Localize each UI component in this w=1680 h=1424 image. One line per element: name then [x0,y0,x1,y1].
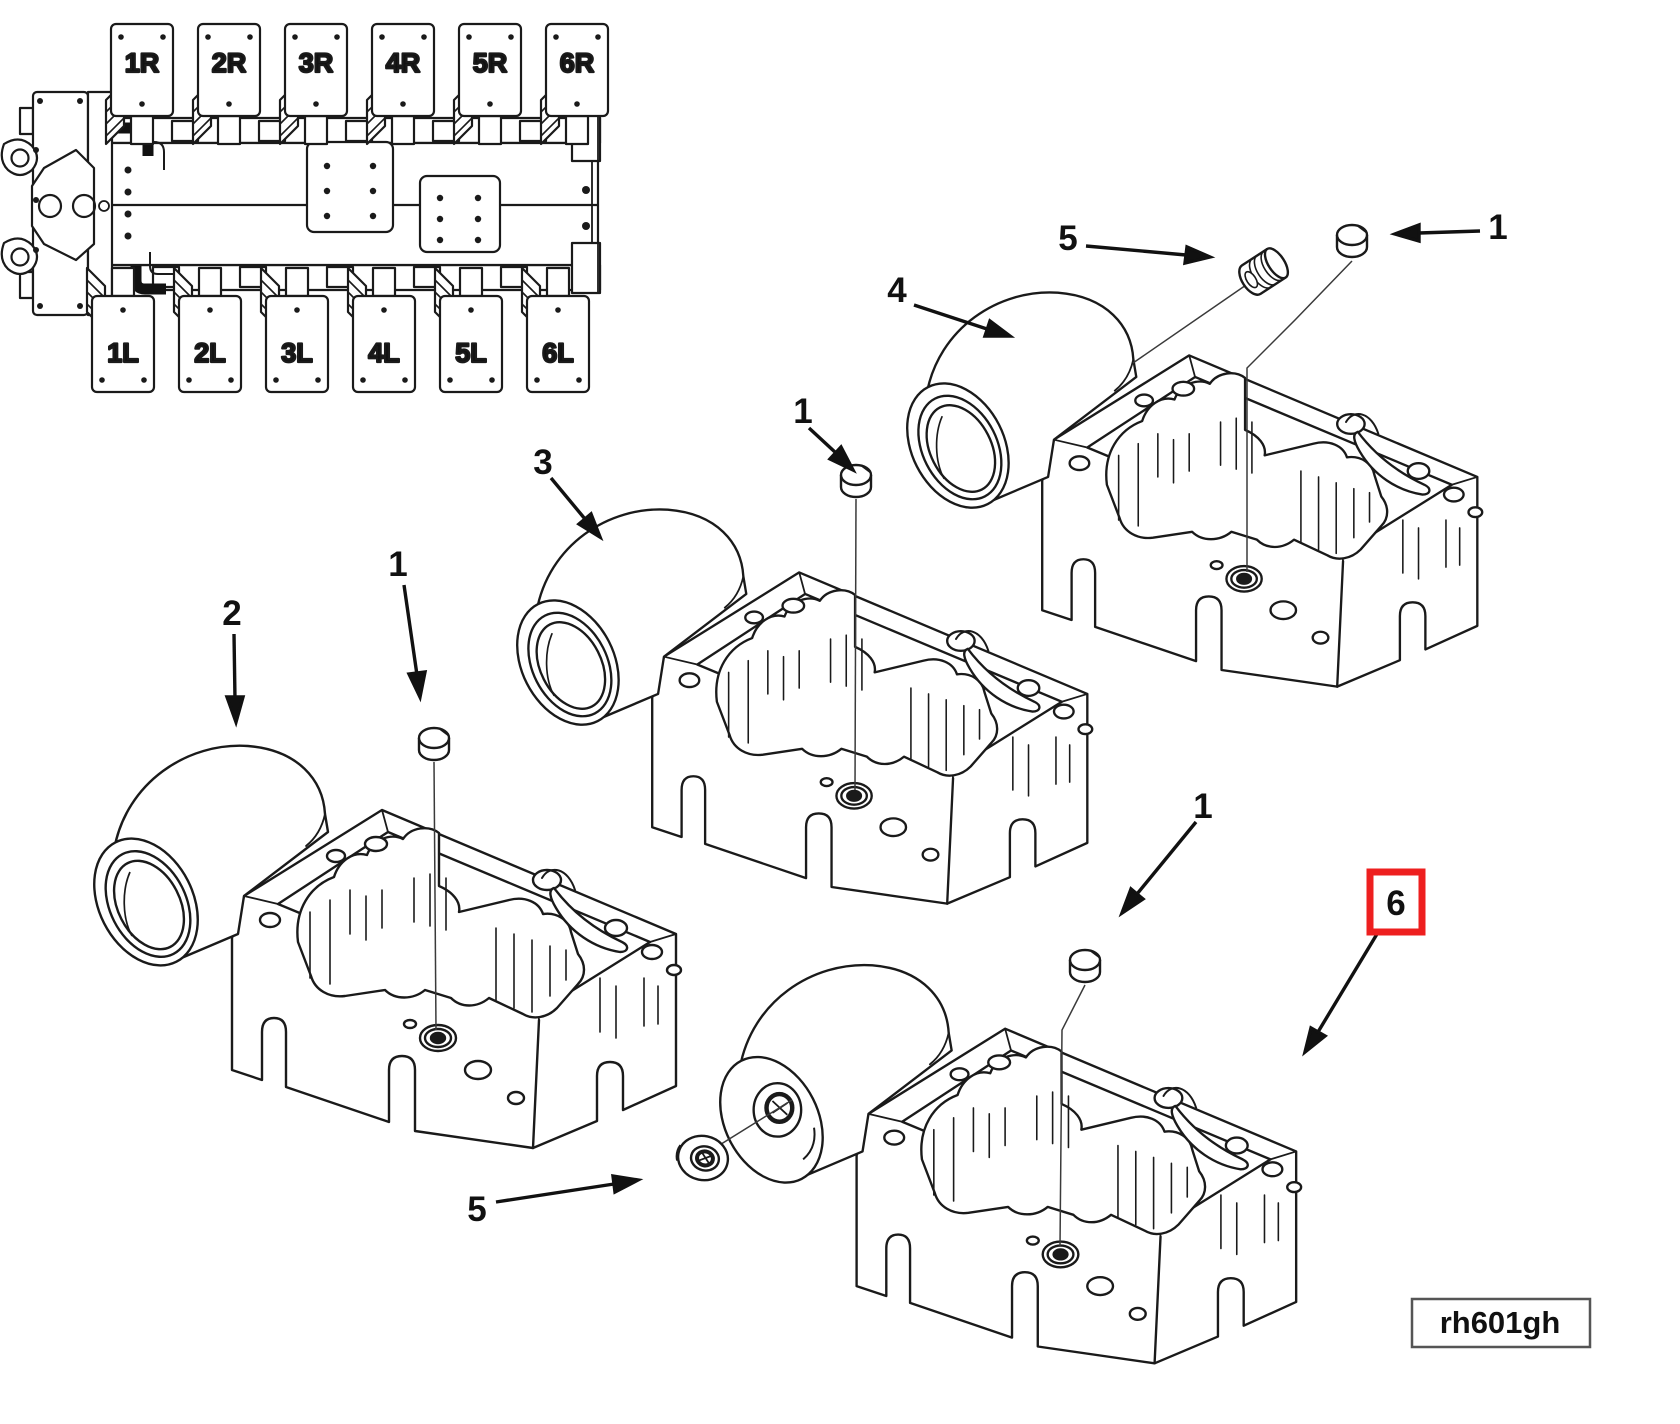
figure-code-box: rh601gh [1410,1297,1592,1349]
arrow-callout-1-middle [807,426,857,474]
cover-label-6R: 6R [560,48,595,78]
engine-top-view-diagram: 1R 2R 3R [0,22,610,394]
rocker-cover-1L: 1L [85,266,156,394]
arrow-callout-6 [1302,933,1379,1057]
rocker-housing-4 [885,291,1484,688]
rocker-cover-6R: 6R [539,22,610,146]
arrow-callout-1-right [1118,820,1198,918]
callout-arrows [224,222,1481,1204]
callout-1-right[interactable]: 1 [1193,787,1212,826]
deck-bolt-dots [124,166,590,240]
callout-5-bottom[interactable]: 5 [467,1190,486,1229]
callout-4[interactable]: 4 [887,271,907,310]
arrow-callout-4 [913,303,1016,338]
rocker-cover-3R: 3R [278,22,349,146]
cover-label-6L: 6L [542,338,574,368]
arrow-callout-2 [224,633,246,728]
threaded-plug-part5-top [1233,243,1294,300]
plug-leader-lines [433,260,1353,1247]
cup-plug-part1-housing4 [1335,223,1369,259]
rocker-cover-2R: 2R [191,22,262,146]
callout-3[interactable]: 3 [533,443,552,482]
cover-label-2L: 2L [194,338,226,368]
arrow-callout-1-top-right [1389,222,1481,244]
rocker-housing-2 [72,744,683,1150]
rocker-cover-2L: 2L [172,266,243,394]
callout-5-top[interactable]: 5 [1058,219,1077,258]
callout-1-middle[interactable]: 1 [793,392,812,431]
callout-1-top-right[interactable]: 1 [1488,208,1507,247]
rocker-housing-3 [495,508,1094,905]
arrow-callout-5-top [1085,244,1216,266]
cover-label-1R: 1R [125,48,160,78]
cover-label-5R: 5R [473,48,508,78]
cover-label-4R: 4R [386,48,421,78]
rocker-cover-1R: 1R [104,22,175,146]
oil-elbow-bottom [130,266,166,295]
rocker-cover-4L: 4L [346,266,417,394]
callout-2[interactable]: 2 [222,594,241,633]
rocker-cover-4R: 4R [365,22,436,146]
rocker-cover-6L: 6L [520,266,591,394]
callout-1-left[interactable]: 1 [388,545,407,584]
cover-label-2R: 2R [212,48,247,78]
deck-pad-left [305,140,395,234]
cover-label-1L: 1L [107,338,139,368]
engine-front-gear-housing [0,90,178,317]
arrow-callout-3 [549,476,604,542]
rocker-covers-left-bank: 1L 2L 3L [85,266,591,394]
highlight-box [1366,868,1426,936]
cover-label-5L: 5L [455,338,487,368]
rocker-covers-right-bank: 1R 2R 3R [104,22,610,146]
arrow-callout-5-bottom [495,1173,644,1204]
cup-plug-part1-housing3 [839,463,873,499]
rocker-housing-6 [700,963,1303,1365]
callout-6: 6 [1386,884,1405,923]
cover-label-3R: 3R [299,48,334,78]
cover-label-4L: 4L [368,338,400,368]
cover-label-3L: 3L [281,338,313,368]
rocker-cover-5L: 5L [433,266,504,394]
rocker-cover-3L: 3L [259,266,330,394]
threaded-plug-part5-bottom [670,1128,735,1187]
highlighted-callout-6[interactable]: 6 [1366,868,1426,936]
cup-plug-part1-housing6 [1068,948,1102,984]
rocker-cover-5R: 5R [452,22,523,146]
deck-pad-right [418,174,502,254]
cup-plug-part1-housing2 [417,726,451,762]
figure-code: rh601gh [1440,1305,1561,1340]
arrow-callout-1-left [402,584,428,703]
